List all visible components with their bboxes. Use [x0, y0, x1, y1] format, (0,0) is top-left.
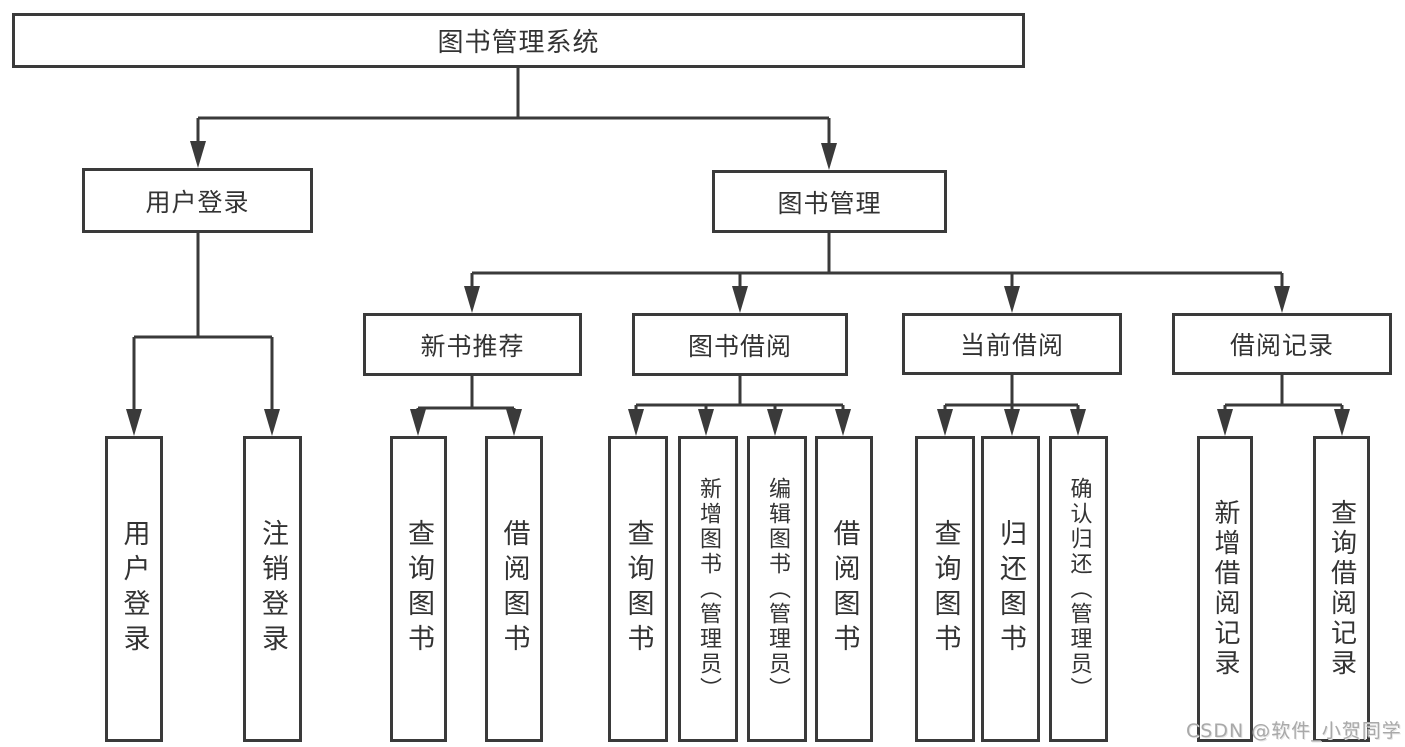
node-current-borrowing: 当前借阅: [902, 313, 1122, 375]
node-label: 归还图书: [995, 519, 1026, 659]
node-borrowing-records: 借阅记录: [1172, 313, 1392, 375]
node-label: 借阅记录: [1229, 331, 1334, 360]
node-user-login: 用户登录: [82, 168, 313, 233]
node-label: 图书管理系统: [437, 28, 600, 58]
node-label: 用户登录: [145, 187, 250, 217]
node-label: 查询图书: [929, 519, 961, 659]
node-new-book-recommendation: 新书推荐: [363, 313, 582, 376]
node-add-book-admin: 新增图书（管理员）: [678, 436, 738, 742]
node-label: 图书借阅: [687, 331, 792, 361]
node-query-books-current: 查询图书: [915, 436, 975, 742]
node-query-books-recommendation: 查询图书: [390, 436, 447, 742]
node-label: 确认归还（管理员）: [1066, 476, 1092, 702]
node-label: 借阅图书: [828, 519, 860, 659]
node-label: 当前借阅: [959, 331, 1064, 360]
node-label: 查询借阅记录: [1326, 499, 1357, 679]
csdn-watermark: CSDN @软件_小贺同学: [1186, 720, 1402, 742]
node-confirm-return-admin: 确认归还（管理员）: [1049, 436, 1108, 742]
node-label: 新书推荐: [420, 331, 525, 361]
node-label: 查询图书: [622, 519, 654, 659]
node-label: 查询图书: [403, 519, 434, 659]
node-borrow-books-borrowing: 借阅图书: [815, 436, 873, 742]
node-return-books: 归还图书: [981, 436, 1040, 742]
node-label: 注销登录: [257, 519, 288, 659]
node-library-management-system: 图书管理系统: [12, 13, 1025, 68]
node-label: 编辑图书（管理员）: [765, 476, 790, 702]
node-query-books-borrowing: 查询图书: [608, 436, 668, 742]
node-borrow-books-recommendation: 借阅图书: [485, 436, 543, 742]
node-label: 图书管理: [777, 188, 882, 218]
arrowheads: [126, 141, 1350, 436]
node-user-login-action: 用户登录: [105, 436, 163, 742]
node-query-borrow-record: 查询借阅记录: [1313, 436, 1370, 742]
node-book-borrowing: 图书借阅: [632, 313, 848, 376]
node-label: 借阅图书: [498, 519, 530, 659]
node-book-management: 图书管理: [712, 170, 947, 233]
node-logout: 注销登录: [243, 436, 302, 742]
node-label: 新增借阅记录: [1210, 499, 1240, 679]
node-add-borrow-record: 新增借阅记录: [1197, 436, 1253, 742]
node-label: 用户登录: [118, 519, 150, 659]
node-edit-book-admin: 编辑图书（管理员）: [747, 436, 807, 742]
node-label: 新增图书（管理员）: [696, 476, 721, 702]
